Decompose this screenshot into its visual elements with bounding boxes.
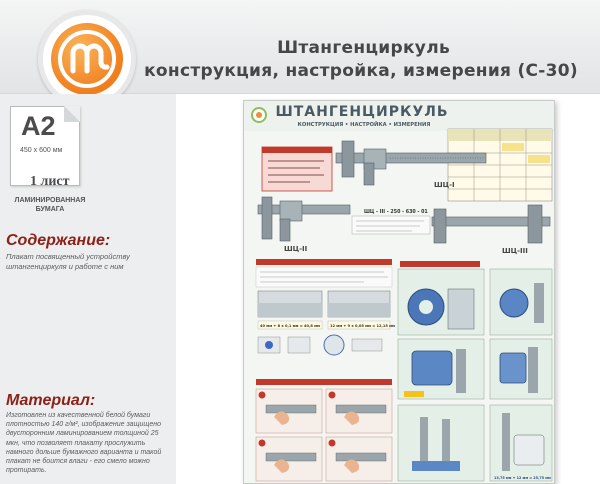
measurement-illustrations — [397, 261, 553, 400]
contents-heading: Содержание: — [6, 232, 111, 249]
poster-subtitle: КОНСТРУКЦИЯ • НАСТРОЙКА • ИЗМЕРЕНИЯ — [298, 120, 431, 128]
sheet-count: 1 лист — [30, 174, 70, 189]
page-title-line-1: Штангенциркуль — [277, 38, 450, 58]
spec-table — [447, 128, 553, 202]
caliper-shc1-drawing — [335, 140, 487, 186]
caliper-shc3-drawing — [431, 204, 551, 244]
poster-title: ШТАНГЕНЦИРКУЛЬ — [275, 104, 448, 120]
format-card: A2 450 x 600 мм — [10, 106, 80, 186]
model-1-label: ШЦ-I — [434, 181, 455, 189]
reading-errors-row — [257, 334, 383, 356]
model-3-label: ШЦ-III — [502, 247, 528, 255]
contents-description: Плакат посвященный устройству штангенцир… — [6, 252, 130, 271]
poster-illustration: ШТАНГЕНЦИРКУЛЬ КОНСТРУКЦИЯ • НАСТРОЙКА •… — [244, 101, 554, 482]
page-title-line-2: конструкция, настройка, измерения (С-30) — [144, 61, 578, 81]
format-dimensions: 450 x 600 мм — [20, 147, 63, 154]
model-2-label: ШЦ-II — [284, 245, 307, 253]
poster-image[interactable]: ШТАНГЕНЦИРКУЛЬ КОНСТРУКЦИЯ • НАСТРОЙКА •… — [243, 100, 555, 484]
reading-example-2: 12 мм + 9 х 0,05 мм = 12,15 мм — [330, 324, 395, 328]
product-info-panel: A2 450 x 600 мм 1 лист ЛАМИНИРОВАННАЯ БУ… — [0, 94, 176, 484]
reading-example-1: 40 мм + 8 х 0,1 мм = 40,8 мм — [260, 324, 320, 328]
paper-type: ЛАМИНИРОВАННАЯ БУМАГА — [14, 197, 86, 213]
format-size: A2 — [21, 111, 56, 141]
material-heading: Материал: — [6, 392, 96, 409]
setup-steps-section — [255, 379, 393, 482]
depth-measure-illustrations — [397, 404, 553, 482]
vernier-reading-section — [255, 259, 393, 330]
info-box — [261, 146, 333, 192]
reading-example-3: 13,75 мм + 12 мм = 25,75 мм — [494, 476, 551, 480]
brand-logo[interactable] — [38, 10, 136, 108]
logo-m-icon — [58, 30, 116, 88]
material-description: Изготовлен из качественной белой бумаги … — [6, 412, 162, 475]
designation-label: ШЦ - III - 250 - 630 - 01 — [364, 209, 428, 215]
caliper-shc2-drawing — [257, 196, 351, 242]
